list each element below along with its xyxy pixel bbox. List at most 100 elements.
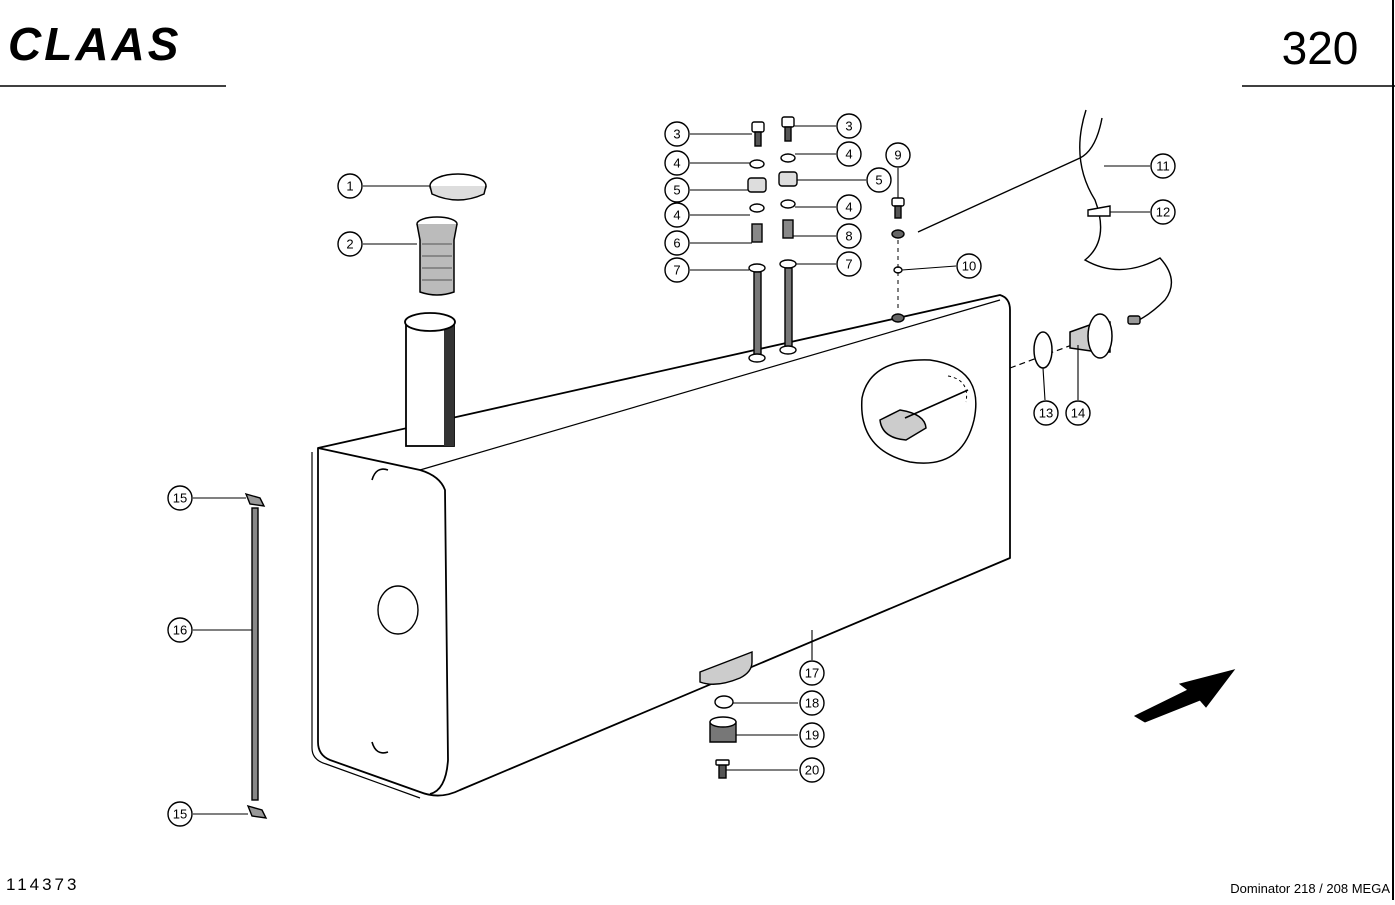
svg-text:7: 7 bbox=[845, 257, 852, 272]
fuel-cap bbox=[429, 173, 487, 201]
filler-neck bbox=[404, 312, 456, 447]
bolt-head-left bbox=[751, 121, 765, 133]
level-tube-pipe bbox=[251, 507, 259, 801]
svg-text:13: 13 bbox=[1039, 406, 1053, 421]
connector-stack-left bbox=[747, 121, 767, 363]
wiring-harness bbox=[917, 109, 1173, 325]
washer-left-3 bbox=[748, 263, 766, 273]
screw-and-washer bbox=[891, 197, 905, 323]
tank-hook-upper bbox=[371, 468, 389, 481]
callout-15-top: 15 bbox=[167, 485, 193, 511]
svg-text:3: 3 bbox=[673, 127, 680, 142]
banjo-right bbox=[778, 171, 798, 187]
callout-4-left-lower: 4 bbox=[664, 202, 690, 228]
earth-wire bbox=[917, 117, 1103, 233]
brand-logo-text: CLAAS bbox=[8, 18, 181, 70]
callout-1: 1 bbox=[337, 173, 363, 199]
callout-13: 13 bbox=[1033, 400, 1059, 426]
svg-text:7: 7 bbox=[673, 263, 680, 278]
screw-head bbox=[891, 197, 905, 207]
cable-clip bbox=[1087, 205, 1111, 217]
svg-text:9: 9 bbox=[894, 148, 901, 163]
svg-text:18: 18 bbox=[805, 696, 819, 711]
svg-text:3: 3 bbox=[845, 119, 852, 134]
strainer-mesh bbox=[422, 243, 452, 281]
tank-hole bbox=[891, 313, 905, 323]
washer-left-1 bbox=[749, 159, 765, 169]
callout-11: 11 bbox=[1150, 153, 1176, 179]
drain-seal bbox=[714, 695, 734, 709]
pipe-end-left bbox=[748, 353, 766, 363]
tube-clamp-bottom bbox=[246, 804, 268, 819]
callout-4-left-upper: 4 bbox=[664, 150, 690, 176]
svg-text:16: 16 bbox=[173, 623, 187, 638]
callout-17: 17 bbox=[799, 660, 825, 686]
tank-end-face bbox=[311, 452, 421, 799]
drain-screw-head bbox=[715, 759, 730, 766]
callout-12: 12 bbox=[1150, 199, 1176, 225]
svg-text:4: 4 bbox=[673, 156, 680, 171]
svg-text:20: 20 bbox=[805, 763, 819, 778]
callout-7-left: 7 bbox=[664, 257, 690, 283]
harness-connector bbox=[1127, 315, 1141, 325]
callout-10: 10 bbox=[956, 253, 982, 279]
banjo-left bbox=[747, 177, 767, 193]
callout-4-right-lower: 4 bbox=[836, 194, 862, 220]
screw-washer bbox=[891, 229, 905, 239]
sender-flange bbox=[1087, 313, 1113, 359]
connector-stack-right bbox=[778, 116, 798, 355]
callout-5-right: 5 bbox=[866, 167, 892, 193]
svg-text:4: 4 bbox=[845, 147, 852, 162]
drain-assembly bbox=[699, 650, 753, 779]
svg-text:19: 19 bbox=[805, 728, 819, 743]
callout-9: 9 bbox=[885, 142, 911, 168]
callout-4-right-upper: 4 bbox=[836, 141, 862, 167]
sensor-axis bbox=[1009, 341, 1081, 369]
svg-text:12: 12 bbox=[1156, 205, 1170, 220]
direction-arrow bbox=[1133, 669, 1236, 723]
svg-text:10: 10 bbox=[962, 259, 976, 274]
svg-text:11: 11 bbox=[1156, 159, 1170, 174]
svg-text:6: 6 bbox=[673, 236, 680, 251]
level-sender bbox=[1033, 313, 1113, 369]
tank-top-edge bbox=[419, 299, 1001, 471]
callout-6: 6 bbox=[664, 230, 690, 256]
union-left bbox=[751, 223, 763, 243]
svg-text:1: 1 bbox=[346, 179, 353, 194]
svg-text:4: 4 bbox=[673, 208, 680, 223]
callout-16: 16 bbox=[167, 617, 193, 643]
fuel-tank bbox=[311, 294, 1011, 799]
float-arm bbox=[904, 389, 969, 419]
level-tube bbox=[244, 492, 268, 819]
pipe-end-right bbox=[779, 345, 797, 355]
level-sensor-cutaway bbox=[861, 341, 1081, 464]
suction-pipe-left bbox=[753, 271, 762, 359]
callout-8: 8 bbox=[836, 223, 862, 249]
callout-14: 14 bbox=[1065, 400, 1091, 426]
fuel-cap-rim bbox=[429, 185, 487, 201]
drain-sump bbox=[699, 650, 753, 685]
tank-hook-lower bbox=[371, 741, 389, 754]
bolt-shank-right bbox=[784, 126, 792, 142]
svg-text:8: 8 bbox=[845, 229, 852, 244]
drawing-number: 114373 bbox=[6, 875, 79, 894]
model-label: Dominator 218 / 208 MEGA bbox=[1230, 881, 1390, 896]
washer-right-2 bbox=[780, 199, 796, 209]
tank-inspection-ring bbox=[377, 585, 419, 635]
union-right bbox=[782, 219, 794, 239]
callout-15-bottom: 15 bbox=[167, 801, 193, 827]
callout-5-left: 5 bbox=[664, 177, 690, 203]
brand-logo: CLAAS bbox=[8, 18, 181, 70]
leader-lines bbox=[193, 125, 1150, 815]
callout-7-right: 7 bbox=[836, 251, 862, 277]
screw-shank bbox=[894, 205, 902, 219]
svg-text:4: 4 bbox=[845, 200, 852, 215]
callout-3-right: 3 bbox=[836, 113, 862, 139]
svg-text:5: 5 bbox=[673, 183, 680, 198]
bolt-shank-left bbox=[754, 131, 762, 147]
float-arc bbox=[947, 375, 968, 403]
bolt-head-right bbox=[781, 116, 795, 128]
callout-18: 18 bbox=[799, 690, 825, 716]
